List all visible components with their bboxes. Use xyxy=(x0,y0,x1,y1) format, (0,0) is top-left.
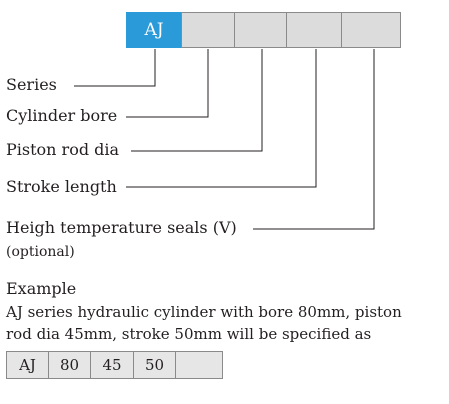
label-series: Series xyxy=(6,75,57,94)
leader-line-bore xyxy=(126,49,209,118)
label-stroke-length: Stroke length xyxy=(6,177,117,196)
label-optional: (optional) xyxy=(6,244,75,260)
example-cell-bore: 80 xyxy=(48,351,91,379)
example-text-line-1: AJ series hydraulic cylinder with bore 8… xyxy=(6,303,402,321)
example-cell-seals xyxy=(175,351,223,379)
example-cell-rod: 45 xyxy=(90,351,134,379)
leader-line-series xyxy=(74,49,156,87)
example-cell-stroke: 50 xyxy=(133,351,176,379)
leader-line-seals xyxy=(253,49,375,230)
label-seals: Heigh temperature seals (V) xyxy=(6,218,237,237)
example-code: AJ 80 45 50 xyxy=(6,351,223,379)
label-cylinder-bore: Cylinder bore xyxy=(6,106,118,125)
code-cell-seals xyxy=(341,12,401,48)
leader-line-stroke xyxy=(126,49,317,188)
example-title: Example xyxy=(6,279,77,298)
example-text-line-2: rod dia 45mm, stroke 50mm will be specif… xyxy=(6,325,372,343)
leader-line-rod xyxy=(131,49,263,152)
code-cell-series: AJ xyxy=(126,12,182,48)
code-cell-bore xyxy=(181,12,235,48)
example-cell-series: AJ xyxy=(6,351,49,379)
label-piston-rod-dia: Piston rod dia xyxy=(6,140,120,159)
